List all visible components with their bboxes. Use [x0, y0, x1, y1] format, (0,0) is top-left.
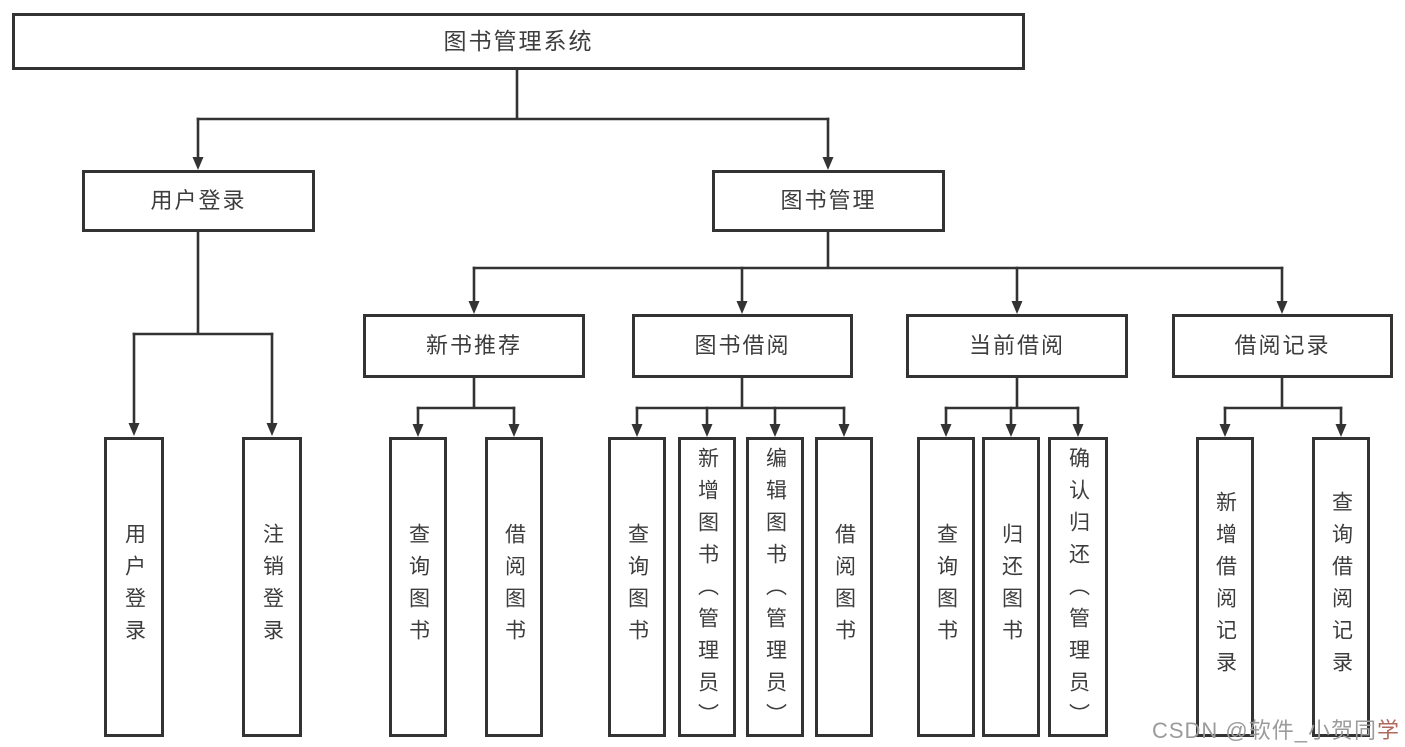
node-current-borrow: 当前借阅: [906, 314, 1128, 378]
leaf-bb-query-books: 查询图书: [608, 437, 666, 737]
node-new-book-recommend: 新书推荐: [363, 314, 585, 378]
leaf-cb-return-books: 归还图书: [982, 437, 1040, 737]
watermark-accent: 学: [1376, 718, 1400, 743]
node-borrow-records: 借阅记录: [1172, 314, 1393, 378]
node-user-login: 用户登录: [82, 170, 315, 232]
leaf-br-query-record: 查询借阅记录: [1312, 437, 1370, 737]
node-label: 借阅图书: [832, 523, 856, 651]
leaf-bb-borrow-books: 借阅图书: [815, 437, 873, 737]
watermark-text: CSDN @软件_小贺同: [1151, 718, 1377, 743]
leaf-cb-confirm-return-admin: 确认归还（管理员）: [1048, 437, 1108, 737]
node-book-management: 图书管理: [712, 170, 945, 232]
node-book-borrow: 图书借阅: [632, 314, 853, 378]
leaf-logout: 注销登录: [242, 437, 302, 737]
node-label: 编辑图书（管理员）: [763, 447, 787, 735]
node-label: 查询借阅记录: [1329, 491, 1353, 683]
node-label: 归还图书: [999, 523, 1023, 651]
node-label: 用户登录: [122, 523, 146, 651]
node-label: 确认归还（管理员）: [1066, 447, 1090, 735]
node-label: 新增图书（管理员）: [695, 447, 719, 735]
leaf-br-add-record: 新增借阅记录: [1196, 437, 1254, 737]
leaf-nbr-borrow-books: 借阅图书: [485, 437, 543, 737]
node-label: 注销登录: [260, 523, 284, 651]
csdn-watermark: CSDN @软件_小贺同学: [1152, 713, 1400, 745]
node-label: 查询图书: [934, 523, 958, 651]
node-label: 当前借阅: [968, 333, 1065, 358]
node-label: 借阅图书: [502, 523, 526, 651]
node-label: 查询图书: [406, 523, 430, 651]
node-label: 新增借阅记录: [1213, 491, 1237, 683]
node-label: 图书管理系统: [443, 28, 594, 54]
node-label: 图书管理: [780, 188, 877, 213]
leaf-bb-add-books-admin: 新增图书（管理员）: [678, 437, 736, 737]
node-label: 借阅记录: [1234, 333, 1331, 358]
node-label: 用户登录: [150, 188, 247, 213]
node-label: 图书借阅: [694, 333, 791, 358]
leaf-nbr-query-books: 查询图书: [389, 437, 447, 737]
leaf-bb-edit-books-admin: 编辑图书（管理员）: [746, 437, 804, 737]
node-label: 新书推荐: [425, 333, 522, 358]
node-system-root: 图书管理系统: [12, 13, 1025, 70]
leaf-cb-query-books: 查询图书: [917, 437, 975, 737]
leaf-user-login: 用户登录: [104, 437, 164, 737]
node-label: 查询图书: [625, 523, 649, 651]
